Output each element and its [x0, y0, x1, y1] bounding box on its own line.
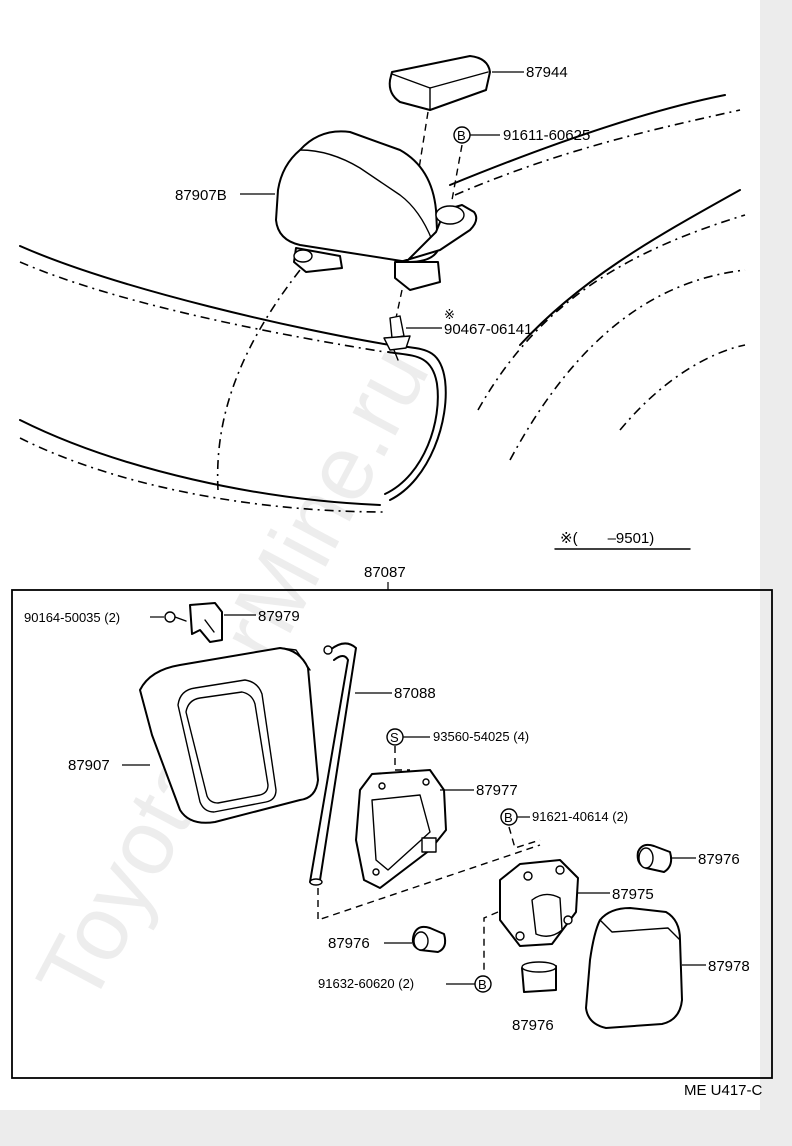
bushing-87976-left[interactable]: [411, 925, 447, 953]
mirror-87907[interactable]: [139, 647, 319, 824]
screw-90164-50035[interactable]: [164, 611, 187, 623]
label-87976-right: 87976: [698, 851, 740, 868]
mirror-cover-87944[interactable]: [388, 55, 491, 111]
label-87944: 87944: [526, 64, 568, 81]
svg-text:B: B: [504, 810, 513, 825]
clip-note-star: ※: [444, 307, 455, 322]
svg-text:B: B: [478, 977, 487, 992]
base-87977[interactable]: [355, 769, 447, 889]
label-87907b: 87907B: [175, 187, 227, 204]
applicability-note: ※( –9501): [560, 530, 654, 547]
screw-symbol-s: S: [386, 728, 404, 746]
label-90467-06141: 90467-06141: [444, 321, 532, 338]
label-87088: 87088: [394, 685, 436, 702]
label-90164-50035: 90164-50035 (2): [24, 610, 120, 625]
leader-cover: [417, 111, 429, 176]
kit-label-87087: 87087: [364, 564, 406, 581]
label-87976-bottom: 87976: [512, 1017, 554, 1034]
cover-87978[interactable]: [585, 907, 683, 1029]
label-87907: 87907: [68, 757, 110, 774]
label-87976-left: 87976: [328, 935, 370, 952]
label-87975: 87975: [612, 886, 654, 903]
label-91611-60625: 91611-60625: [503, 127, 590, 144]
label-91632-60620: 91632-60620 (2): [318, 976, 414, 991]
screw-symbol-b2: B: [474, 975, 492, 993]
bushing-87976-right[interactable]: [636, 843, 673, 873]
mirror-assembly-87907b[interactable]: [275, 130, 478, 291]
label-91621-40614: 91621-40614 (2): [532, 809, 628, 824]
clip-90467-06141[interactable]: [383, 315, 411, 361]
svg-text:B: B: [457, 128, 466, 143]
label-93560-54025: 93560-54025 (4): [433, 729, 529, 744]
screw-symbol-b-top: B: [453, 126, 471, 144]
kit-frame: [11, 589, 773, 1079]
diagram-code: ME U417-C: [684, 1082, 763, 1099]
hose-87088[interactable]: [309, 642, 357, 886]
label-87977: 87977: [476, 782, 518, 799]
pivot-87975[interactable]: [499, 859, 579, 947]
bushing-87976-bottom[interactable]: [521, 961, 557, 993]
hood-outline: [19, 94, 746, 513]
label-87978: 87978: [708, 958, 750, 975]
screw-symbol-b1: B: [500, 808, 518, 826]
bracket-87979[interactable]: [189, 602, 223, 643]
label-87979: 87979: [258, 608, 300, 625]
svg-text:S: S: [390, 730, 399, 745]
